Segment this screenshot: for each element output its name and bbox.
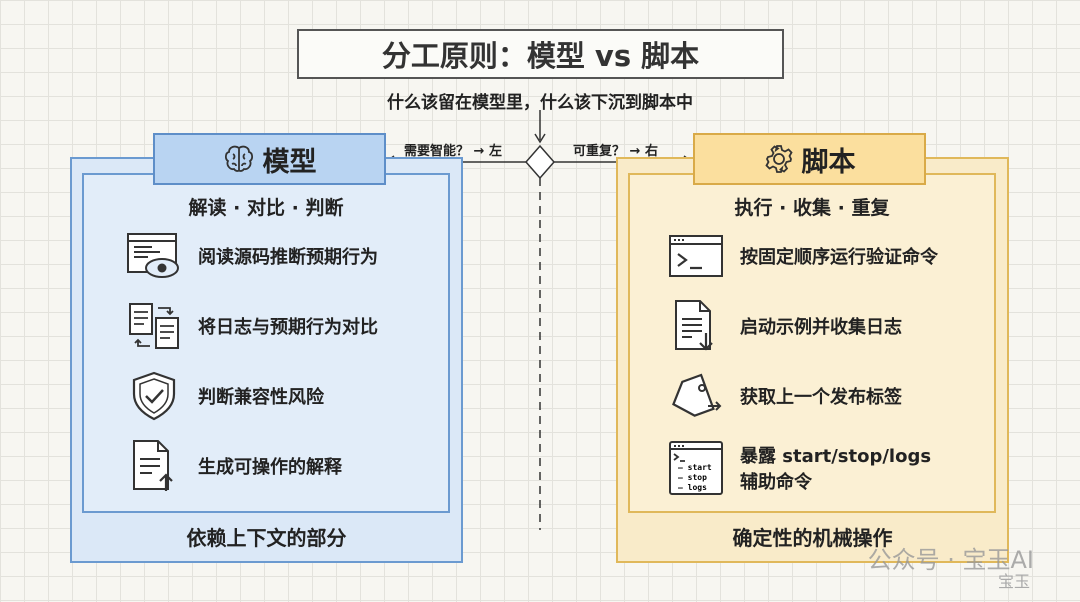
- model-item: 阅读源码推断预期行为: [126, 228, 466, 284]
- script-item: 获取上一个发布标签: [668, 368, 1008, 424]
- model-footer: 依赖上下文的部分: [186, 526, 347, 550]
- watermark: 公众号 · 宝玉AI: [867, 546, 1034, 574]
- shield-check-icon: [132, 371, 176, 421]
- script-item-label: 暴露 start/stop/logs 辅助命令: [740, 442, 931, 494]
- model-title: 模型: [262, 146, 317, 178]
- script-item-label-line2: 辅助命令: [740, 472, 812, 493]
- terminal-icon: [669, 235, 723, 277]
- script-item: 按固定顺序运行验证命令: [668, 228, 1008, 284]
- script-item-label: 按固定顺序运行验证命令: [740, 247, 938, 268]
- tag-icon: [672, 373, 722, 417]
- doc-download-icon: [675, 300, 713, 351]
- script-item-label-line1: 暴露 start/stop/logs: [740, 446, 932, 467]
- script-item: — start— stop— logs 暴露 start/stop/logs 辅助…: [668, 438, 1008, 498]
- script-item-label: 启动示例并收集日志: [740, 317, 902, 338]
- model-item-label: 将日志与预期行为对比: [198, 317, 378, 338]
- page-title: 分工原则：模型 vs 脚本: [297, 29, 784, 79]
- watermark-small: 宝玉: [997, 572, 1030, 591]
- script-subtitle: 执行 · 收集 · 重复: [734, 197, 890, 219]
- model-item: 将日志与预期行为对比: [126, 298, 466, 354]
- compare-docs-icon: [129, 303, 179, 349]
- subtitle: 什么该留在模型里，什么该下沉到脚本中: [387, 93, 693, 113]
- model-item: 判断兼容性风险: [126, 368, 466, 424]
- cmd-logs: — logs: [678, 483, 707, 492]
- right-decision-label: 可重复？ → 右: [573, 144, 658, 159]
- script-footer: 确定性的机械操作: [732, 526, 893, 550]
- brain-icon: [224, 145, 253, 172]
- model-item: 生成可操作的解释: [126, 438, 466, 494]
- script-item: 启动示例并收集日志: [668, 298, 1008, 354]
- script-header: 脚本: [693, 133, 926, 185]
- model-item-label: 阅读源码推断预期行为: [198, 247, 378, 268]
- model-header: 模型: [153, 133, 386, 185]
- model-item-label: 生成可操作的解释: [198, 457, 342, 478]
- gear-icon: [764, 145, 793, 173]
- script-title: 脚本: [801, 146, 856, 178]
- script-item-label: 获取上一个发布标签: [740, 387, 902, 408]
- decision-diamond: [525, 144, 555, 180]
- cmd-stop: — stop: [678, 473, 707, 482]
- code-eye-icon: [127, 233, 179, 278]
- doc-upload-icon: [133, 440, 173, 491]
- terminal-commands-icon: — start— stop— logs: [669, 441, 723, 495]
- left-decision-label: 需要智能？ → 左: [404, 144, 502, 159]
- model-item-label: 判断兼容性风险: [198, 387, 324, 408]
- cmd-start: — start: [678, 463, 712, 472]
- model-subtitle: 解读 · 对比 · 判断: [188, 197, 344, 219]
